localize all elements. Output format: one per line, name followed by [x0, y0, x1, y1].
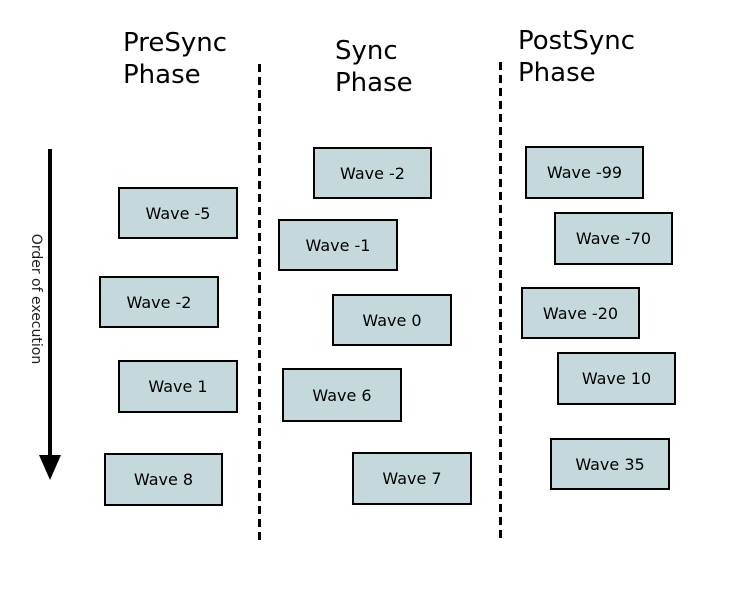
postsync-wave-box: Wave -20 [521, 287, 640, 339]
execution-order-arrow-shaft [48, 149, 52, 456]
wave-label: Wave 6 [312, 385, 372, 405]
postsync-wave-box: Wave 10 [557, 352, 676, 405]
presync-phase-title: PreSync Phase [123, 28, 227, 90]
order-of-execution-label: Order of execution [28, 233, 44, 365]
sync-wave-box: Wave 7 [352, 452, 472, 505]
sync-phase-title: Sync Phase [335, 36, 413, 98]
wave-label: Wave -70 [575, 229, 652, 248]
presync-wave-box: Wave -5 [118, 187, 238, 239]
wave-label: Wave 7 [382, 469, 442, 488]
postsync-wave-box: Wave 35 [550, 438, 670, 490]
wave-label: Wave -2 [126, 292, 192, 312]
wave-label: Wave -1 [305, 235, 371, 255]
wave-label: Wave -20 [542, 303, 619, 323]
wave-label: Wave 0 [362, 310, 422, 330]
wave-label: Wave -2 [340, 163, 405, 183]
presync-wave-box: Wave -2 [99, 276, 219, 328]
wave-label: Wave 10 [581, 369, 652, 388]
sync-wave-box: Wave 0 [332, 294, 452, 346]
phase-divider-presync-sync [258, 64, 261, 543]
postsync-wave-box: Wave -70 [554, 212, 673, 265]
sync-wave-box: Wave 6 [282, 368, 402, 422]
wave-label: Wave 35 [575, 454, 645, 474]
presync-wave-box: Wave 1 [118, 360, 238, 413]
wave-label: Wave -99 [546, 163, 623, 182]
wave-label: Wave 8 [133, 470, 194, 489]
wave-label: Wave -5 [145, 203, 211, 223]
wave-label: Wave 1 [148, 377, 208, 396]
execution-order-arrow-head-icon [39, 455, 61, 480]
sync-wave-box: Wave -2 [313, 147, 432, 199]
phase-divider-sync-postsync [499, 62, 502, 540]
presync-wave-box: Wave 8 [104, 453, 223, 506]
postsync-phase-title: PostSync Phase [518, 26, 636, 88]
sync-wave-box: Wave -1 [278, 219, 398, 271]
postsync-wave-box: Wave -99 [525, 146, 644, 199]
